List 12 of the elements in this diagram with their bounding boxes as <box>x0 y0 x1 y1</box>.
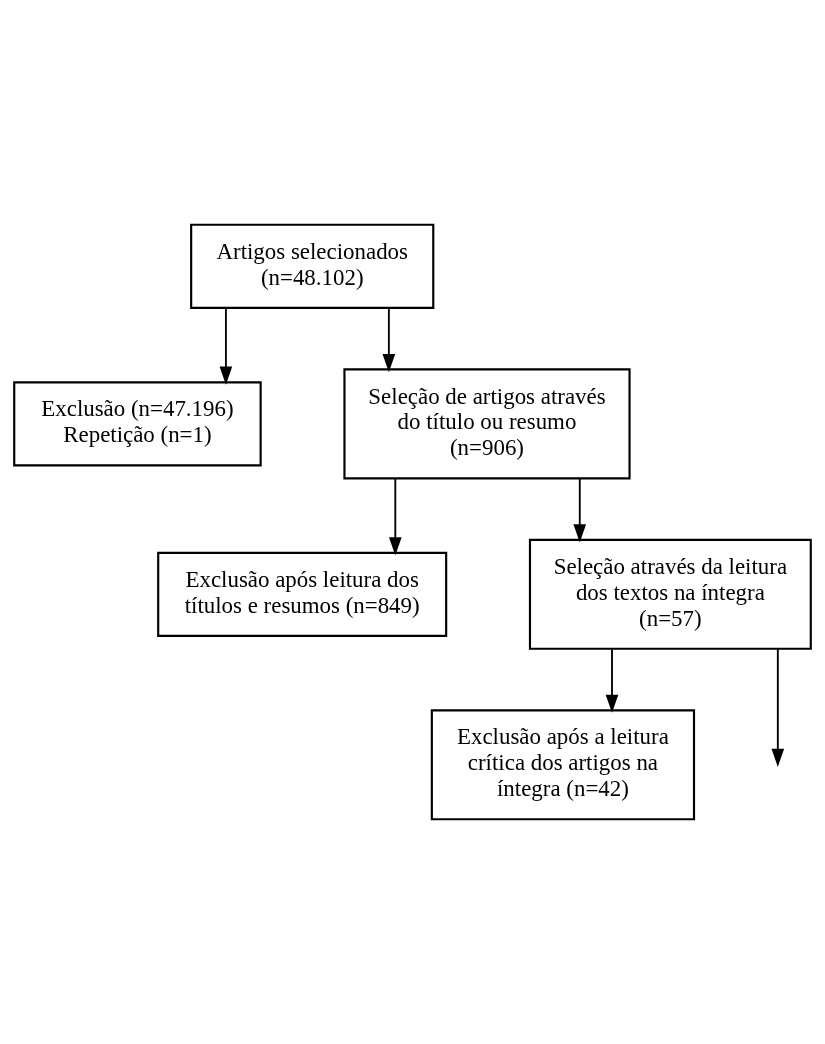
node-box: Exclusão (n=47.196) Repetição (n=1) <box>13 381 262 467</box>
node-box: Exclusão após leitura dos títulos e resumos (n=849) <box>157 551 448 637</box>
node-box: Seleção de artigos através do título ou resumo (n=906) <box>343 368 631 480</box>
arrow <box>382 307 396 373</box>
arrow <box>219 307 233 385</box>
node-box: Exclusão após a leitura crítica dos artigos na íntegra (n=42) <box>430 709 696 821</box>
node-box: Seleção através da leitura dos textos na íntegra (n=57) <box>528 538 812 650</box>
arrow <box>573 477 587 543</box>
node-box: Artigos selecionados (n=48.102) <box>190 223 435 309</box>
arrow <box>605 648 619 713</box>
arrow <box>388 477 402 556</box>
arrow <box>771 648 785 767</box>
